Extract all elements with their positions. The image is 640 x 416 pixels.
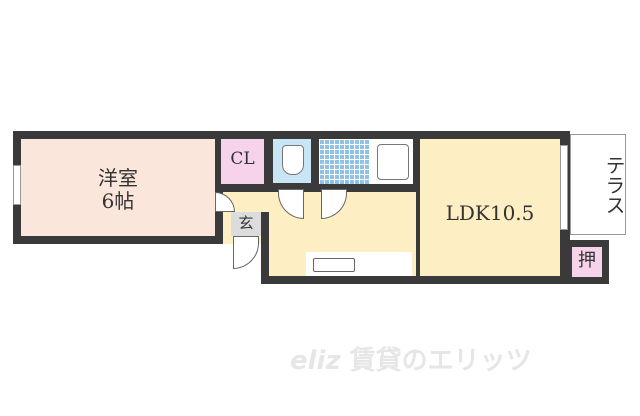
western-room-name: 洋室 [98,166,138,190]
ldk: LDK10.5 [420,139,560,276]
window-terrace [560,145,568,230]
western-room-size: 6帖 [101,189,135,213]
storage: 押 [572,247,602,277]
entrance: 玄 [231,212,261,236]
bath-tiles [319,139,369,184]
terrace-label: テラス [602,155,626,215]
watermark: eliz 賃貸のエリッツ [290,340,532,377]
toilet-icon [282,145,304,175]
kitchen-counter [306,252,412,276]
bathtub-icon [377,144,409,180]
watermark-logo: eliz [290,346,341,376]
closet: CL [221,139,264,184]
sink-icon [313,258,355,272]
entrance-label: 玄 [238,214,254,232]
corridor-lower-wall [261,212,269,284]
ldk-label: LDK10.5 [445,201,535,225]
storage-label: 押 [578,250,596,271]
window-left [13,165,21,205]
closet-label: CL [230,149,255,169]
terrace: テラス [570,134,626,235]
western-room: 洋室 6帖 [21,139,215,236]
toilet [273,139,311,183]
watermark-text: 賃貸のエリッツ [349,346,532,376]
bathtub [369,139,413,184]
